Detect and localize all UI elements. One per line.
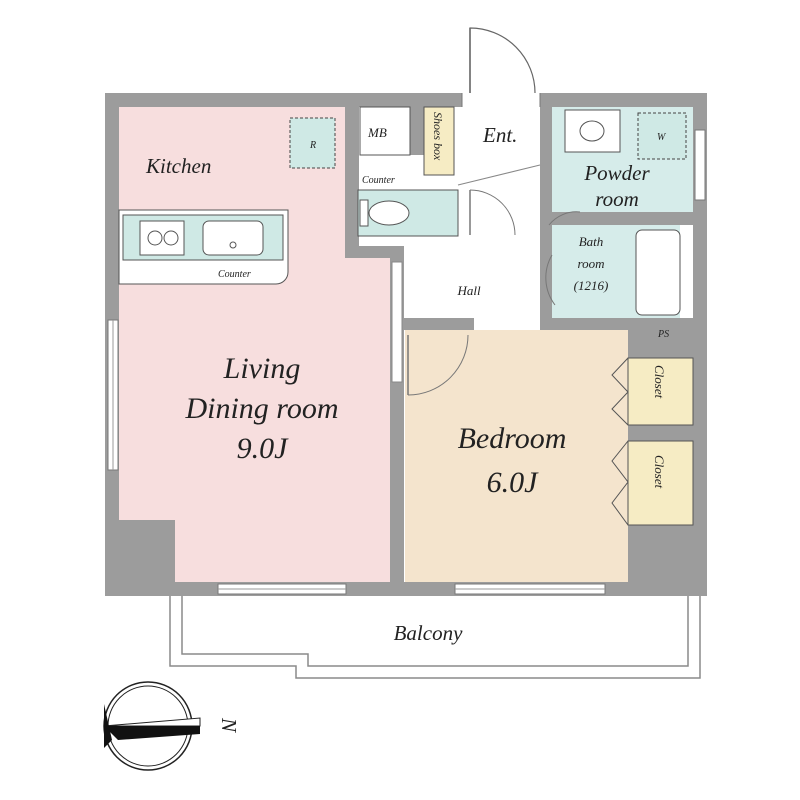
entrance-step bbox=[457, 164, 541, 186]
entrance: Shoes box MB Ent. bbox=[359, 27, 541, 186]
washer-label: W bbox=[657, 132, 667, 143]
bath-room-label: room bbox=[578, 256, 605, 271]
balcony-inner-line bbox=[181, 596, 689, 667]
powder-room-label: room bbox=[595, 187, 639, 211]
wall-right bbox=[693, 93, 707, 596]
powder-door-swing bbox=[548, 211, 581, 226]
hall bbox=[391, 261, 469, 396]
wet-fixtures: W PS bbox=[545, 109, 687, 340]
hall-label: Hall bbox=[456, 283, 481, 298]
interior-walls bbox=[345, 107, 693, 582]
bedroom-area bbox=[405, 330, 628, 582]
sliding-door-hall bbox=[391, 261, 403, 383]
shoes-box bbox=[423, 106, 455, 176]
wall-mb-right bbox=[410, 107, 424, 155]
shoes-box-label: Shoes box bbox=[431, 112, 445, 161]
compass-icon: N bbox=[103, 681, 241, 771]
wall-bedroom-top-left bbox=[404, 318, 474, 330]
windows bbox=[107, 129, 706, 595]
fridge-label: R bbox=[309, 140, 316, 151]
bath-door-swing bbox=[545, 254, 556, 306]
entrance-door-swing bbox=[469, 27, 536, 94]
toilet-bowl bbox=[368, 200, 410, 226]
bedroom-label: Bedroom bbox=[458, 422, 567, 455]
balcony bbox=[169, 596, 701, 679]
closet-1-label: Closet bbox=[652, 365, 667, 399]
wall-top bbox=[105, 93, 707, 107]
wall-toilet-bottom bbox=[345, 246, 404, 258]
meter-box bbox=[359, 106, 411, 156]
closet-1 bbox=[627, 357, 694, 426]
kitchen-fixtures: R Counter bbox=[118, 117, 336, 285]
window-powder bbox=[694, 129, 706, 201]
compass-north-label: N bbox=[217, 717, 241, 733]
bedroom-door-swing bbox=[407, 334, 469, 396]
wall-bottom bbox=[105, 582, 707, 596]
closets: Closet Closet bbox=[611, 357, 694, 526]
powder-label: Powder bbox=[583, 161, 650, 185]
toilet-counter-label: Counter bbox=[362, 175, 395, 186]
living-size-label: 9.0J bbox=[237, 432, 290, 465]
closet-2 bbox=[627, 440, 694, 526]
closet-2-doors bbox=[611, 440, 629, 526]
compass-needle-dark bbox=[104, 726, 200, 740]
wall-kitchen-right bbox=[345, 107, 359, 257]
wall-closet-top bbox=[628, 330, 693, 358]
kitchen-sink bbox=[202, 220, 264, 256]
toilet-door-swing bbox=[469, 189, 516, 236]
meter-box-label: MB bbox=[367, 125, 387, 140]
burner-right-icon bbox=[163, 230, 179, 246]
wall-bath-left bbox=[540, 107, 552, 330]
room-labels: Kitchen Living Dining room 9.0J Bedroom … bbox=[145, 154, 650, 645]
closet-2-label: Closet bbox=[652, 455, 667, 489]
bathtub bbox=[635, 229, 681, 316]
dining-room-label: Dining room bbox=[184, 392, 338, 425]
living-label: Living bbox=[223, 352, 301, 385]
wall-bedroom-top-right bbox=[545, 318, 693, 330]
bath-size-label: (1216) bbox=[574, 278, 609, 293]
balcony-label: Balcony bbox=[394, 621, 463, 645]
compass-needle-light bbox=[103, 717, 201, 727]
column-bottom-left bbox=[105, 520, 175, 596]
washbasin bbox=[564, 109, 621, 153]
closet-1-doors bbox=[611, 357, 629, 426]
washer-space bbox=[637, 112, 687, 160]
wall-closet-divider bbox=[628, 425, 693, 441]
kitchen-label: Kitchen bbox=[145, 154, 211, 178]
bath-label: Bath bbox=[579, 234, 604, 249]
burner-left-icon bbox=[147, 230, 163, 246]
ps-label: PS bbox=[657, 329, 669, 340]
kitchen-counter-label: Counter bbox=[218, 269, 251, 280]
toilet-tank bbox=[359, 199, 369, 227]
washbasin-bowl-icon bbox=[579, 120, 605, 142]
entrance-label: Ent. bbox=[482, 123, 517, 147]
column-bottom-right bbox=[628, 520, 707, 596]
wall-powder-bath bbox=[552, 212, 693, 225]
entrance-opening bbox=[462, 93, 540, 107]
compass-tail bbox=[104, 704, 112, 748]
toilet: Counter bbox=[357, 175, 516, 237]
balcony-outer-line bbox=[169, 596, 701, 679]
bedroom-size-label: 6.0J bbox=[487, 466, 540, 499]
sink-drain-icon bbox=[229, 241, 237, 249]
fridge-space bbox=[289, 117, 336, 169]
